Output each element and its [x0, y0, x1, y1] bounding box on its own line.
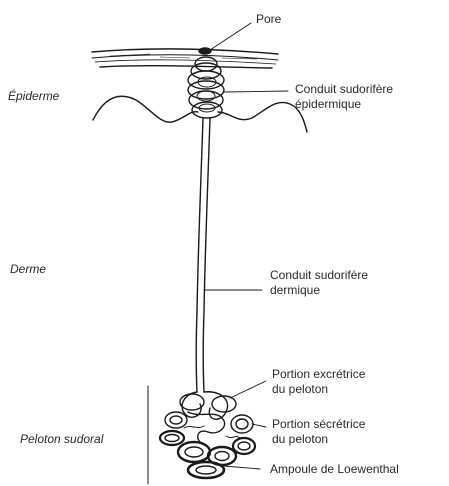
label-portion-excretrice-line2: du peloton [272, 382, 328, 397]
label-peloton-sudoral: Peloton sudoral [20, 432, 103, 447]
dermal-duct [196, 118, 210, 392]
label-conduit-dermique-line2: dermique [270, 283, 320, 298]
label-portion-excretrice-line1: Portion excrétrice [272, 367, 365, 382]
label-derme: Derme [10, 262, 46, 277]
label-conduit-epidermique-line1: Conduit sudorifère [295, 82, 393, 97]
dermo-epidermal-junction [93, 96, 307, 132]
label-portion-secretrice-line2: du peloton [272, 432, 328, 447]
gland-coil [160, 392, 255, 478]
label-portion-secretrice-line1: Portion sécrétrice [272, 417, 365, 432]
pore-opening [199, 48, 211, 54]
label-ampoule-loewenthal: Ampoule de Loewenthal [270, 462, 399, 477]
label-pore: Pore [256, 12, 281, 27]
leader-lines [205, 23, 288, 469]
label-conduit-dermique-line1: Conduit sudorifère [270, 268, 368, 283]
label-epiderme: Épiderme [8, 89, 59, 104]
label-conduit-epidermique-line2: épidermique [295, 97, 361, 112]
skin-surface [92, 49, 278, 68]
